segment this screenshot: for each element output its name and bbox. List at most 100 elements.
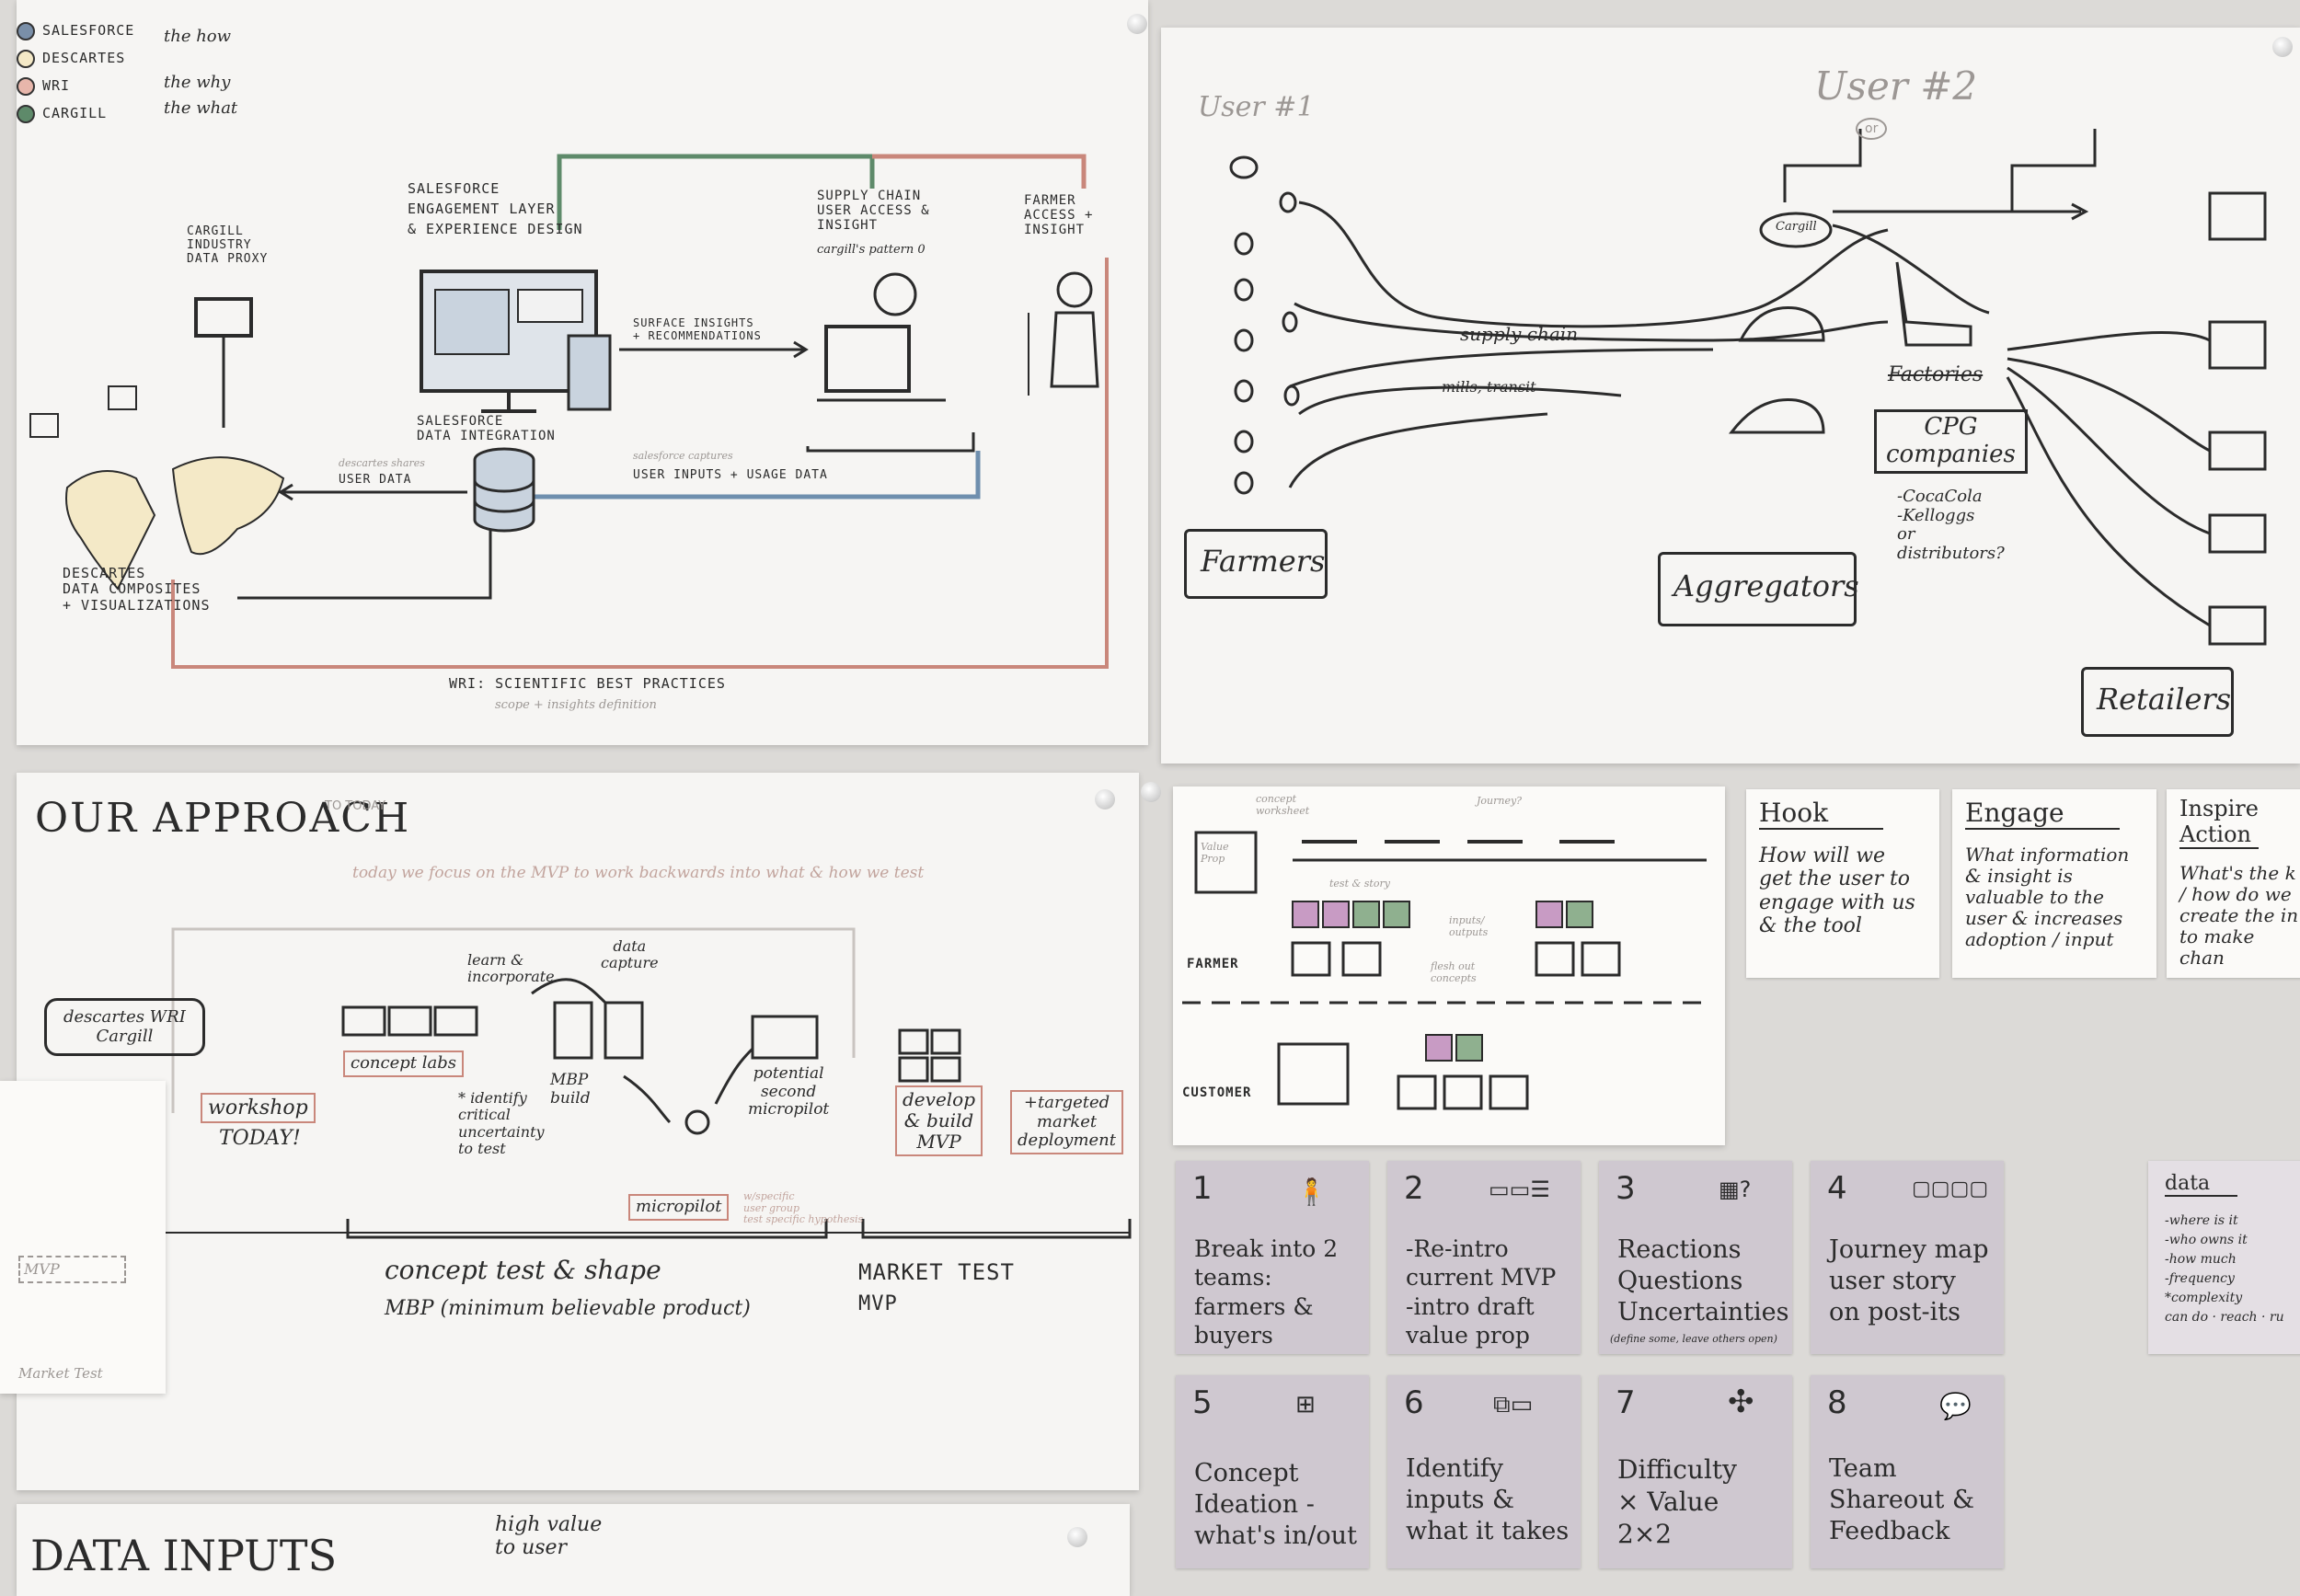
mbp-full-label: MBP (minimum believable product) xyxy=(385,1297,751,1320)
step-3-number: 3 xyxy=(1616,1170,1636,1207)
side-market-label: Market Test xyxy=(18,1365,103,1382)
aggregators-box: Aggregators xyxy=(1658,552,1859,626)
supply-chain-note: cargill's pattern 0 xyxy=(817,243,926,257)
factories-label: Factories xyxy=(1888,363,1984,386)
workshop-label: workshop xyxy=(201,1093,316,1124)
user-data-label: user data xyxy=(339,473,412,487)
step-7-sticky: 7 ✣ Difficulty × Value 2×2 xyxy=(1599,1375,1792,1568)
step-5-text: Concept Ideation - what's in/out xyxy=(1194,1459,1357,1550)
step-4-text: Journey map user story on post-its xyxy=(1829,1235,1989,1326)
market-test-label: MARKET TEST xyxy=(858,1259,1015,1285)
chat-icon: 💬 xyxy=(1939,1391,1972,1421)
cargill-industry-label: Cargill industry data proxy xyxy=(187,224,269,266)
high-value-label: high value to user xyxy=(495,1513,603,1560)
step-8-number: 8 xyxy=(1827,1384,1847,1421)
architecture-sheet: Salesforce Descartes WRI Cargill the how… xyxy=(17,0,1148,745)
value-prop-label: Value Prop xyxy=(1201,841,1229,865)
pushpin-icon xyxy=(1095,789,1115,809)
user2-label: User #2 xyxy=(1814,63,1978,109)
or-label: or xyxy=(1856,118,1888,141)
develop-label: develop & build MVP xyxy=(895,1085,983,1156)
step-7-text: Difficulty × Value 2×2 xyxy=(1617,1454,1737,1549)
inputs-outputs-label: inputs/ outputs xyxy=(1449,914,1489,938)
hook-body: How will we get the user to engage with … xyxy=(1759,844,1915,937)
descartes-shares-note: descartes shares xyxy=(339,457,425,469)
wri-best-practices: WRI: scientific best practices xyxy=(449,675,726,692)
identify-label: * identify critical uncertainty to test xyxy=(458,1089,545,1158)
step-3-note: (define some, leave others open) xyxy=(1610,1333,1777,1345)
surface-insights-label: surface insights + recommendations xyxy=(633,316,762,342)
approach-subtitle: today we focus on the MVP to work backwa… xyxy=(352,864,925,882)
partners-label: descartes WRI Cargill xyxy=(44,998,205,1057)
step-6-text: Identify inputs & what it takes xyxy=(1406,1454,1570,1545)
canvas-sketch xyxy=(1182,831,1707,1110)
step-2-number: 2 xyxy=(1404,1170,1424,1207)
data-inputs-title: DATA INPUTS xyxy=(30,1531,338,1580)
legend-the-why: the why xyxy=(164,73,231,92)
inspire-body: What's the k / how do we create the in t… xyxy=(2179,862,2299,969)
hook-sticky: Hook How will we get the user to engage … xyxy=(1746,789,1939,978)
engage-sticky: Engage What information & insight is val… xyxy=(1952,789,2156,978)
legend-dot-icon xyxy=(17,104,35,123)
potential-label: potential second micropilot xyxy=(748,1064,830,1119)
supply-chain-label: supply chain xyxy=(1460,323,1579,345)
side-mvp-label: MVP xyxy=(18,1256,126,1284)
legend-item-salesforce: Salesforce xyxy=(17,17,134,44)
legend-dot-icon xyxy=(17,49,35,68)
retailers-box: Retailers xyxy=(2081,667,2234,737)
journey-label: Journey? xyxy=(1477,795,1523,807)
legend: Salesforce Descartes WRI Cargill xyxy=(17,17,134,127)
supply-map-lines xyxy=(1229,129,2267,646)
cpg-examples: -CocaCola -Kelloggs or distributors? xyxy=(1897,487,2005,564)
flesh-out-label: flesh out concepts xyxy=(1431,960,1477,984)
data-note-title: data xyxy=(2165,1172,2238,1198)
farmer-access-label: Farmer access + insight xyxy=(1024,193,1094,238)
engage-body: What information & insight is valuable t… xyxy=(1965,844,2130,950)
cards-icon: ▭▭☰ xyxy=(1489,1177,1550,1202)
step-8-sticky: 8 💬 Team Shareout & Feedback xyxy=(1811,1375,2004,1568)
step-2-text: -Re-intro current MVP -intro draft value… xyxy=(1406,1235,1557,1349)
step-6-number: 6 xyxy=(1404,1384,1424,1421)
mvp-label: MVP xyxy=(858,1292,898,1315)
customer-label: CUSTOMER xyxy=(1182,1085,1252,1100)
approach-title-sub: TO TODAY xyxy=(325,799,386,813)
farmers-box: Farmers xyxy=(1184,529,1328,599)
step-3-text: Reactions Questions Uncertainties xyxy=(1617,1235,1789,1326)
concept-labs-label: concept labs xyxy=(343,1051,464,1077)
micropilot-note: w/specific user group test specific hypo… xyxy=(743,1190,864,1226)
micropilot-label: micropilot xyxy=(628,1194,730,1221)
step-1-number: 1 xyxy=(1192,1170,1213,1207)
supply-map-sheet: User #1 User #2 or Cargill supply chain … xyxy=(1161,28,2300,764)
approach-sheet: OUR APPROACH TO TODAY today we focus on … xyxy=(17,773,1139,1490)
boxes-icon: ⧉▭ xyxy=(1493,1391,1534,1418)
test-story-label: test & story xyxy=(1329,878,1390,890)
pushpin-icon xyxy=(1141,782,1161,802)
step-4-sticky: 4 ▢▢▢▢ Journey map user story on post-it… xyxy=(1811,1161,2004,1354)
step-1-sticky: 1 🧍 Break into 2 teams: farmers & buyers xyxy=(1176,1161,1369,1354)
data-capture-label: data capture xyxy=(601,937,659,972)
learn-label: learn & incorporate xyxy=(467,951,555,986)
step-7-number: 7 xyxy=(1616,1384,1636,1421)
inspire-sticky: Inspire Action What's the k / how do we … xyxy=(2167,789,2300,978)
step-2-sticky: 2 ▭▭☰ -Re-intro current MVP -intro draft… xyxy=(1387,1161,1581,1354)
question-icon: ▦? xyxy=(1719,1177,1752,1202)
image-icon: ⊞ xyxy=(1295,1391,1316,1418)
pushpin-icon xyxy=(1127,14,1147,34)
data-note-sticky: data -where is it -who owns it -how much… xyxy=(2148,1161,2300,1354)
engage-title: Engage xyxy=(1965,798,2120,831)
concept-worksheet-label: concept worksheet xyxy=(1256,793,1310,817)
legend-item-cargill: Cargill xyxy=(17,99,134,127)
step-1-text: Break into 2 teams: farmers & buyers xyxy=(1194,1235,1339,1349)
legend-dot-icon xyxy=(17,21,35,40)
pushpin-icon xyxy=(2272,37,2293,57)
inspire-title: Inspire Action xyxy=(2179,796,2259,850)
legend-the-how: the how xyxy=(164,27,232,46)
step-5-number: 5 xyxy=(1192,1384,1213,1421)
aggregators-label: Aggregators xyxy=(1673,568,1859,603)
hook-title: Hook xyxy=(1759,798,1884,831)
legend-dot-icon xyxy=(17,76,35,96)
concept-test-label: concept test & shape xyxy=(385,1255,661,1285)
salesforce-data-integration-label: Salesforce data integration xyxy=(417,414,556,444)
legend-item-descartes: Descartes xyxy=(17,44,134,72)
salesforce-engagement-label: Salesforce engagement layer & experience… xyxy=(408,180,583,237)
